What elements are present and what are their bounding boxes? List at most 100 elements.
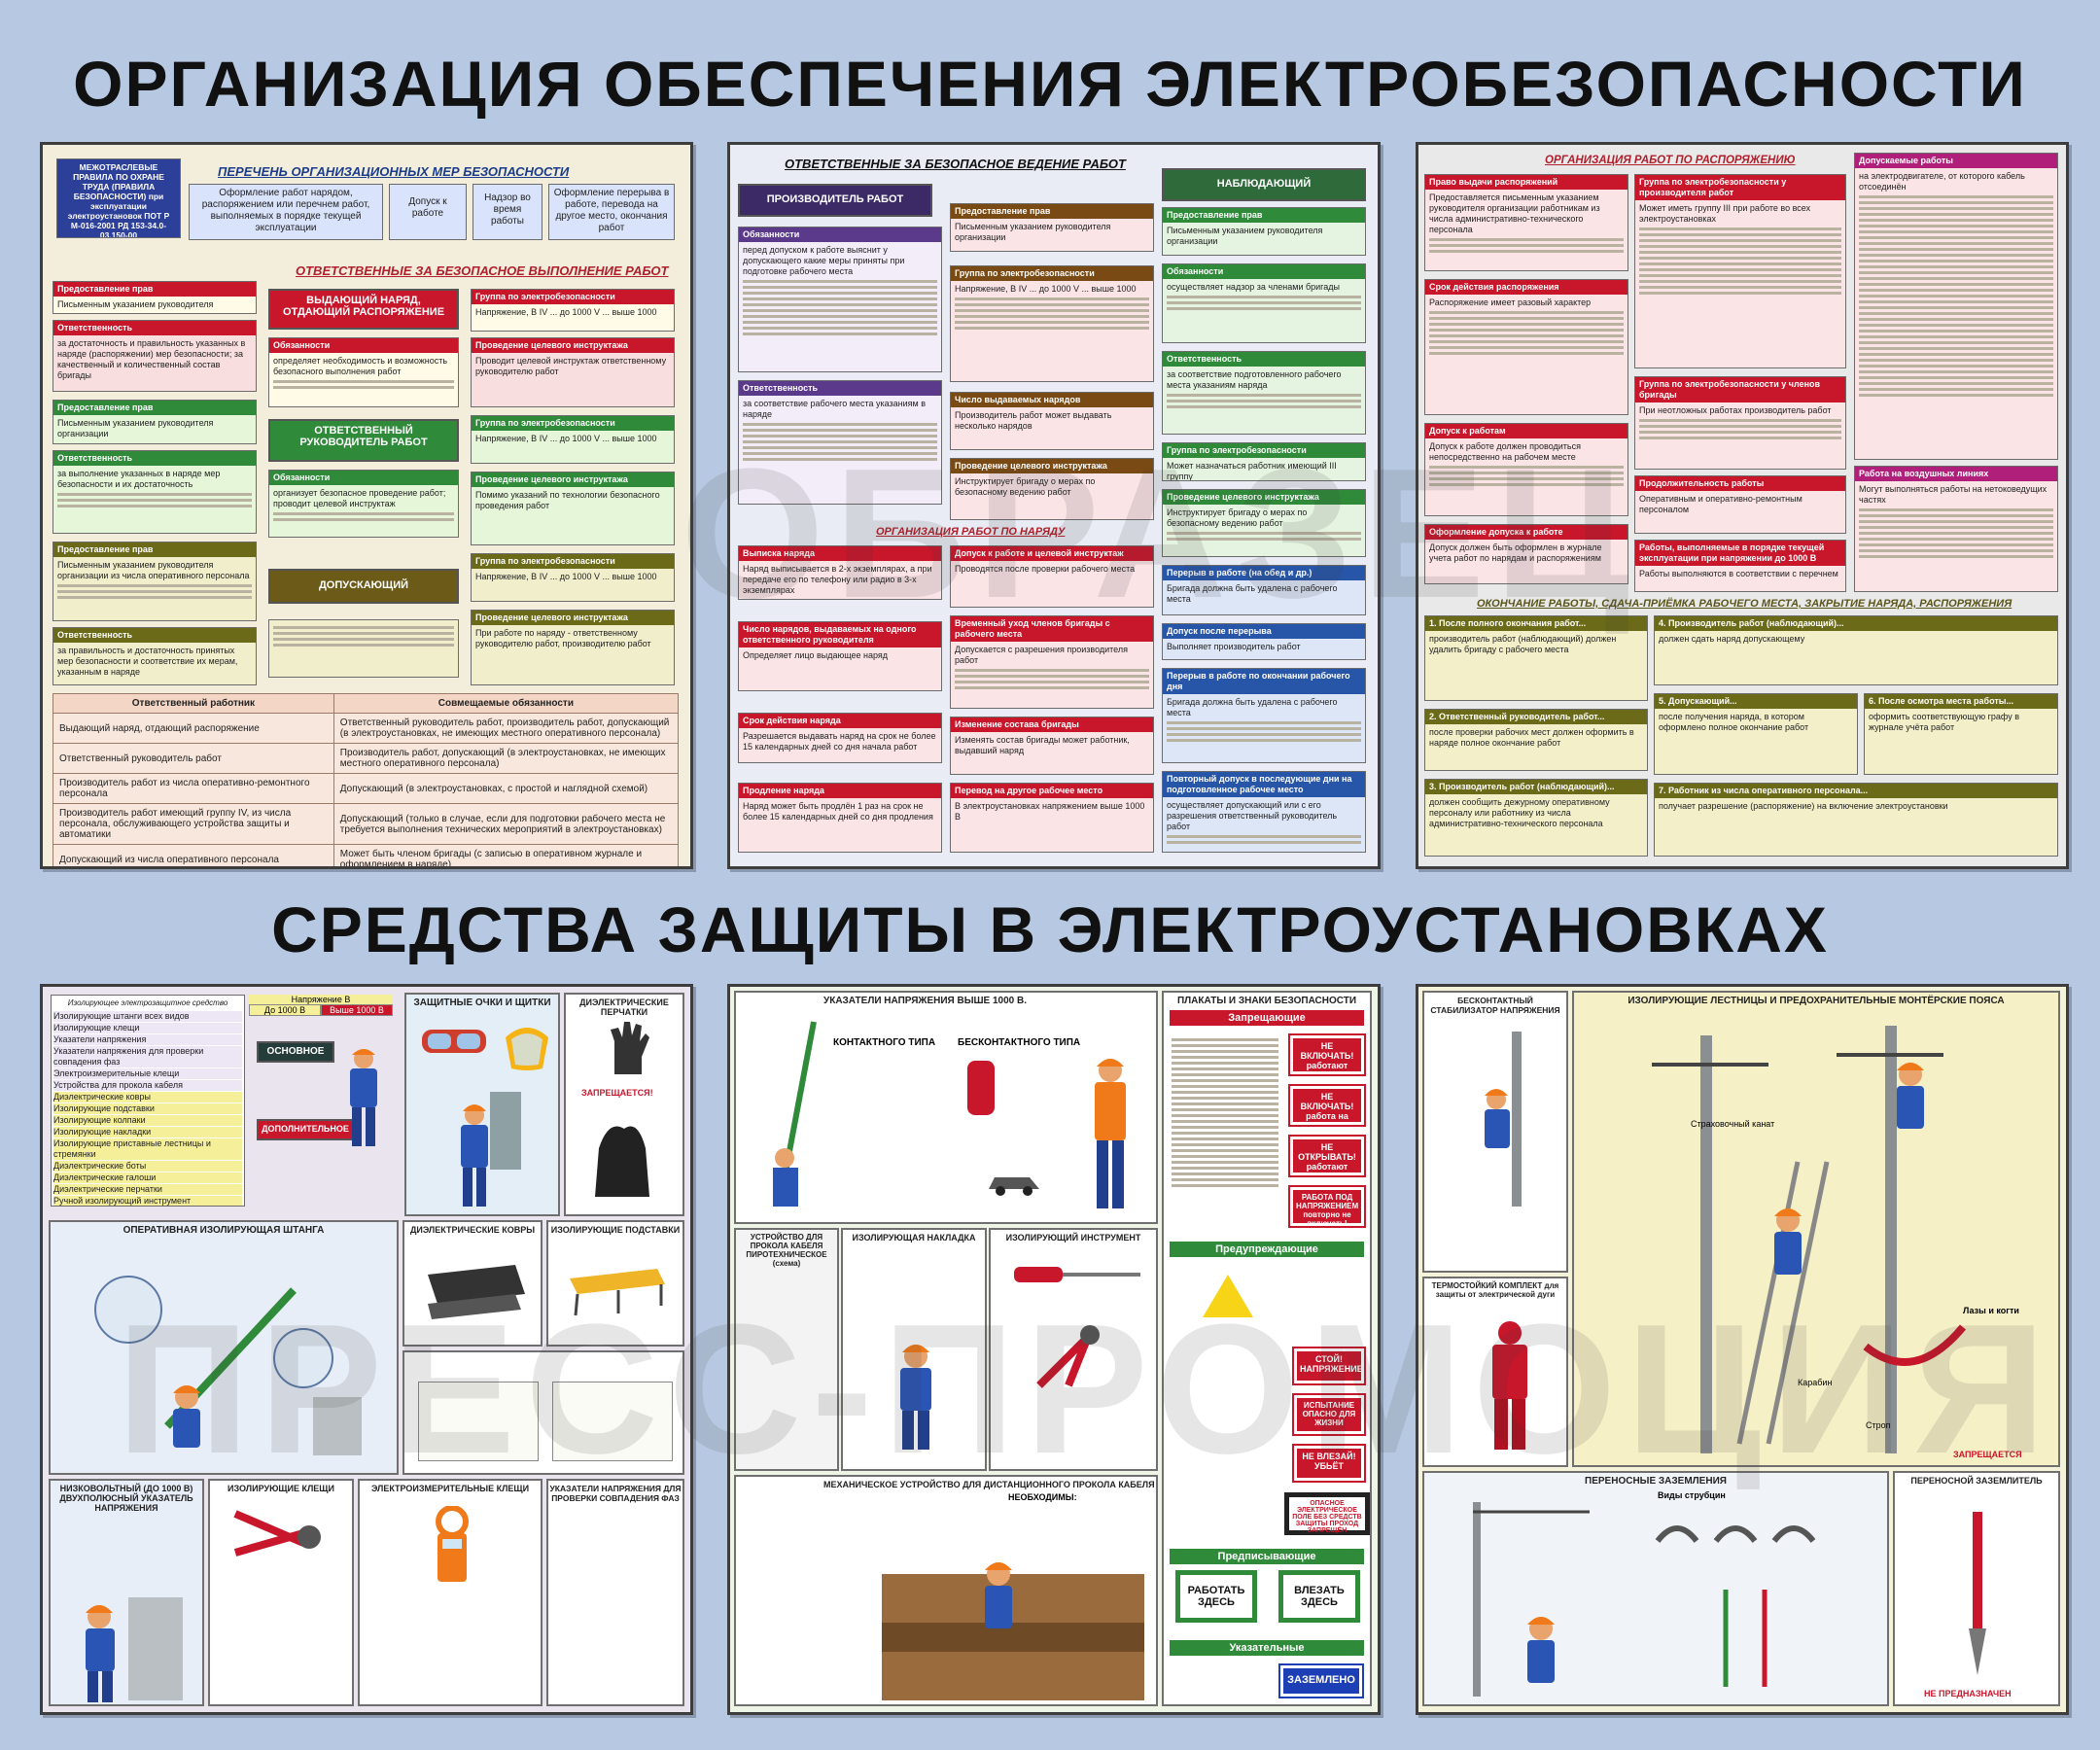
panel-insulated-tools: ИЗОЛИРУЮЩИЙ ИНСТРУМЕНТ [989,1228,1158,1471]
pliers-icon [233,1510,321,1557]
label-carabiner: Карабин [1798,1378,1833,1387]
mat-icon [428,1265,525,1319]
sign-live-work: РАБОТА ПОД НАПРЯЖЕНИЕМ повторно не включ… [1288,1185,1366,1228]
plate-additional-text: ДОПОЛНИТЕЛЬНОЕ [262,1124,349,1134]
p1-box-header: Обязанности [269,338,458,353]
p3-box-header: Группа по электробезопасности у производ… [1635,175,1845,200]
pole-scene [1652,1026,1967,1453]
p3-box-header: Группа по электробезопасности у членов б… [1635,377,1845,402]
panel-signs: ПЛАКАТЫ И ЗНАКИ БЕЗОПАСНОСТИ Запрещающие… [1162,991,1372,1706]
poster2-mid-title: ОРГАНИЗАЦИЯ РАБОТ ПО НАРЯДУ [876,526,1066,538]
panel-insulating-pliers-title: ИЗОЛИРУЮЩИЕ КЛЕЩИ [228,1484,334,1493]
p1-box-text: определяет необходимость и возможность б… [273,356,448,376]
table-row: Допускающий из числа оперативного персон… [52,844,680,866]
means-row: Изолирующие подставки [53,1103,242,1114]
poster-ladders-grounding: БЕСКОНТАКТНЫЙ СТАБИЛИЗАТОР НАПРЯЖЕНИЯ ИЗ… [1416,984,2069,1715]
step-text: после получения наряда, в котором оформл… [1659,712,1809,732]
table-cell: Производитель работ имеющий группу IV, и… [52,803,334,845]
p3-box-current-ops: Работы, выполняемые в порядке текущей эк… [1634,540,1846,592]
p2-box-header: Временный уход членов бригады с рабочего… [951,616,1153,642]
p3-box-header: Работа на воздушных линиях [1855,467,2057,481]
label-not-intended: НЕ ПРЕДНАЗНАЧЕН [1924,1689,2012,1698]
step-text: должен сообщить дежурному оперативному п… [1429,797,1610,828]
p2-box-header: Проведение целевого инструктажа [1163,490,1365,505]
p2-box-header: Число выдаваемых нарядов [951,393,1153,407]
sign-climb-here: ВЛЕЗАТЬ ЗДЕСЬ [1278,1570,1360,1623]
role-plate-issuer-text: ВЫДАЮЩИЙ НАРЯД, ОТДАЮЩИЙ РАСПОРЯЖЕНИЕ [282,295,445,318]
p2-box-header: Повторный допуск в последующие дни на по… [1163,772,1365,797]
worker-illustration [350,1049,377,1146]
table-row: Производитель работ из числа оперативно-… [52,773,680,804]
p3-box-text: на электродвигателе, от которого кабель … [1859,171,2025,192]
measure-text-3: Надзор во время работы [484,192,531,227]
means-row: Диэлектрические ковры [53,1092,242,1102]
step-2: 2. Ответственный руководитель работ...по… [1424,709,1648,771]
portable-earth-title: ПЕРЕНОСНОЙ ЗАЗЕМЛИТЕЛЬ [1910,1476,2043,1486]
warning-triangle-white-icon [1296,1275,1347,1317]
p2-box-header: Перерыв в работе (на обед и др.) [1163,566,1365,580]
p2-box-header: Предоставление прав [951,204,1153,219]
p2-box-header: Допуск к работе и целевой инструктаж [951,546,1153,561]
step-header: 3. Производитель работ (наблюдающий)... [1425,780,1647,794]
table-cell: Выдающий наряд, отдающий распоряжение [52,713,334,744]
stamp-2 [552,1382,673,1461]
p2-box-text: Инструктирует бригаду о мерах по безопас… [1167,508,1308,528]
glove-test-icon [595,1126,649,1197]
panel-clamp-meter-title: ЭЛЕКТРОИЗМЕРИТЕЛЬНЫЕ КЛЕЩИ [370,1484,530,1493]
p2-box-text: Разрешается выдавать наряд на срок не бо… [743,731,936,752]
face-shield-icon [506,1028,548,1070]
step-text: оформить соответствующую графу в журнале… [1869,712,2019,732]
poster1-title: ПЕРЕЧЕНЬ ОРГАНИЗАЦИОННЫХ МЕР БЕЗОПАСНОСТ… [218,164,570,179]
worker-illustration [900,1345,931,1450]
measure-text-2: Допуск к работе [408,196,447,219]
role-plate-admitter-text: ДОПУСКАЮЩИЙ [318,579,409,591]
panel-operating-rod-title: ОПЕРАТИВНАЯ ИЗОЛИРУЮЩАЯ ШТАНГА [122,1225,325,1236]
means-table: Изолирующее электрозащитное средство Изо… [51,995,245,1207]
panel-phase-indicator: УКАЗАТЕЛИ НАПРЯЖЕНИЯ ДЛЯ ПРОВЕРКИ СОВПАД… [546,1479,684,1706]
worker-at-panel [461,1092,521,1207]
mechanical-piercer-title: МЕХАНИЧЕСКОЕ УСТРОЙСТВО ДЛЯ ДИСТАНЦИОННО… [823,1480,1155,1489]
warning-triangle-icon [1203,1275,1253,1317]
p1-box-text: за правильность и достаточность принятых… [57,646,238,677]
panel-thermal-suit: ТЕРМОСТОЙКИЙ КОМПЛЕКТ для защиты от элек… [1422,1277,1568,1467]
panel-mats: ДИЭЛЕКТРИЧЕСКИЕ КОВРЫ [402,1220,542,1347]
p2-box-header: Обязанности [1163,264,1365,279]
p1-box-header: Ответственность [53,628,256,643]
label-safety-rope: Страховочный канат [1691,1119,1775,1129]
p2-box-text: Выполняет производитель работ [1167,642,1301,651]
sign-do-not-switch-line: НЕ ВКЛЮЧАТЬ! работа на линии [1288,1084,1366,1131]
label-forbidden: ЗАПРЕЩАЕТСЯ [1953,1450,2022,1459]
p2-box-text: Допускается с разрешения производителя р… [955,645,1129,665]
step-3: 3. Производитель работ (наблюдающий)... д… [1424,779,1648,857]
p2-box-text: за соответствие подготовленного рабочего… [1167,369,1342,390]
p1-box-duty-1: Обязанности определяет необходимость и во… [268,337,459,407]
p2-box-text: Может назначаться работник имеющий III г… [1167,461,1337,481]
insulating-stand-icon [570,1269,665,1316]
p1-box-header: Проведение целевого инструктажа [472,611,674,625]
p2-box-header: Проведение целевого инструктажа [951,459,1153,473]
table-cell: Ответственный руководитель работ [52,743,334,774]
p2-box-header: Перевод на другое рабочее место [951,784,1153,798]
screwdriver-icon [1014,1267,1140,1282]
step-text: после проверки рабочих мест должен оформ… [1429,727,1634,748]
panel-portable-grounding: ПЕРЕНОСНЫЕ ЗАЗЕМЛЕНИЯ Виды струбцин [1422,1471,1889,1706]
panel-mechanical-piercer: МЕХАНИЧЕСКОЕ УСТРОЙСТВО ДЛЯ ДИСТАНЦИОННО… [734,1475,1158,1706]
p2-box-header: Обязанности [739,228,941,242]
step-6: 6. После осмотра места работы...оформить… [1864,693,2058,775]
panel-hv-indicators: УКАЗАТЕЛИ НАПРЯЖЕНИЯ ВЫШЕ 1000 В. КОНТАК… [734,991,1158,1224]
panel-goggles: ЗАЩИТНЫЕ ОЧКИ И ЩИТКИ [404,993,560,1216]
label-strap: Строп [1866,1420,1891,1430]
means-row: Изолирующие колпаки [53,1115,242,1126]
